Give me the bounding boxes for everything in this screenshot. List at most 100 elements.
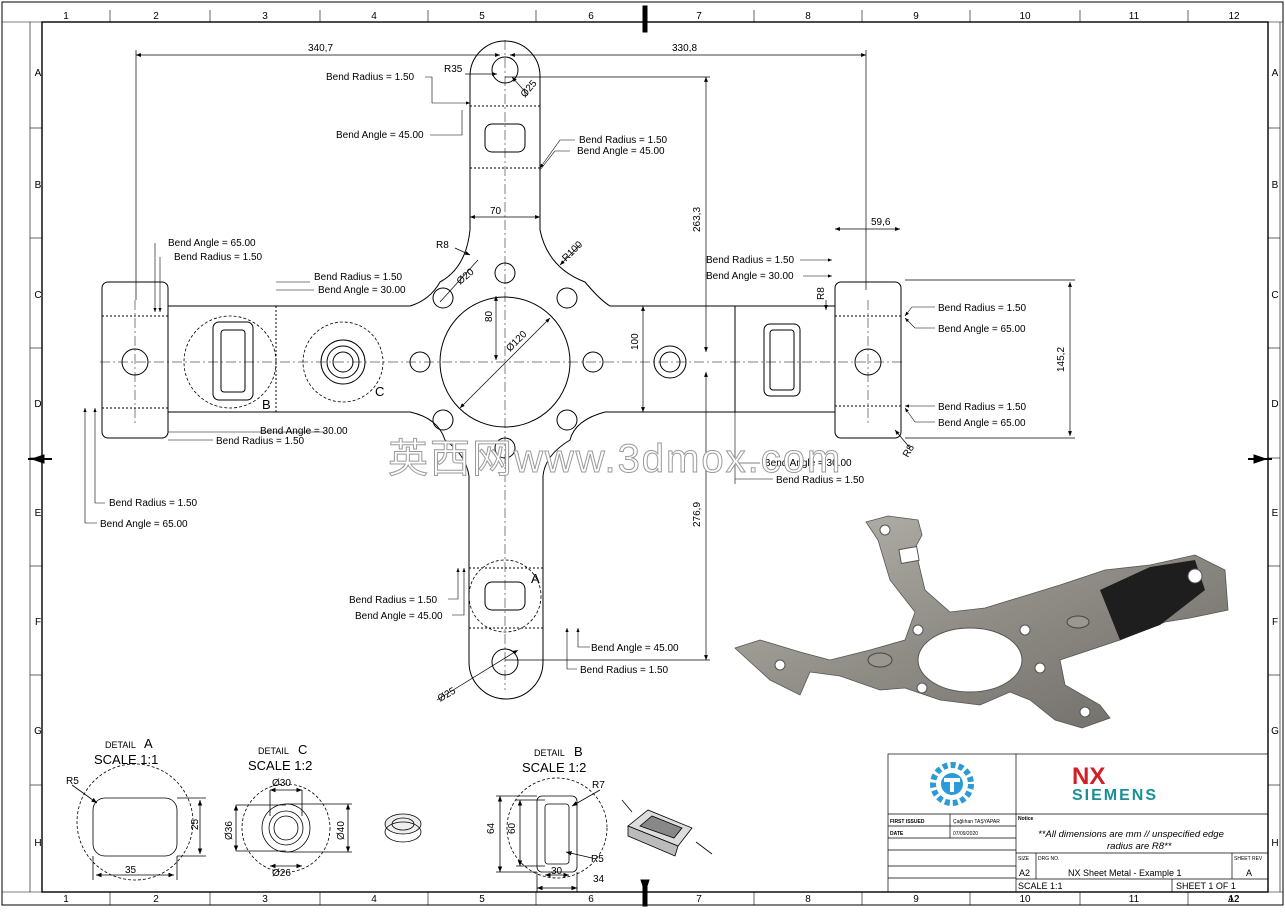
detail-callout-circles bbox=[183, 315, 542, 633]
detail-b-texts: DETAIL B SCALE 1:2 R7 R5 64 60 30 34 bbox=[486, 744, 605, 885]
col-label: 3 bbox=[262, 894, 268, 905]
detail-b-r5: R5 bbox=[591, 854, 604, 865]
bend-note: Bend Angle = 30.00 bbox=[764, 458, 852, 469]
detail-b-title: DETAIL bbox=[534, 748, 565, 758]
watermark-text: 英西网www.3dmox.com bbox=[388, 437, 842, 481]
dimension-lines bbox=[135, 50, 1075, 701]
detail-a-letter: A bbox=[144, 736, 153, 751]
dimension-texts: 340,7 330,8 263,3 276,9 145,2 59,6 70 80… bbox=[308, 43, 1067, 705]
detail-b-h64: 64 bbox=[486, 822, 497, 834]
dim-dia120: Ø120 bbox=[504, 329, 529, 354]
isometric-render bbox=[734, 515, 1229, 729]
detail-c bbox=[233, 783, 422, 873]
brand-siemens: SIEMENS bbox=[1072, 787, 1158, 804]
detail-b-w30: 30 bbox=[551, 866, 563, 877]
detail-b bbox=[496, 777, 713, 892]
bend-lines bbox=[102, 105, 901, 629]
row-label: G bbox=[34, 726, 42, 737]
col-label: 11 bbox=[1129, 11, 1140, 22]
dim-dia25-top: Ø25 bbox=[519, 78, 540, 100]
detail-markers: A B C bbox=[262, 384, 540, 586]
dim-100: 100 bbox=[630, 333, 641, 350]
col-label: 6 bbox=[588, 11, 594, 22]
col-label: 7 bbox=[696, 11, 702, 22]
row-label: F bbox=[1272, 617, 1278, 628]
bend-note: Bend Angle = 45.00 bbox=[577, 146, 665, 157]
dim-263: 263,3 bbox=[692, 207, 703, 232]
row-label: D bbox=[34, 399, 41, 410]
bend-note: Bend Radius = 1.50 bbox=[109, 498, 198, 509]
col-label: 1 bbox=[63, 894, 69, 905]
col-label: 10 bbox=[1019, 894, 1031, 905]
detail-a-width: 35 bbox=[125, 865, 137, 876]
bend-note: Bend Radius = 1.50 bbox=[579, 135, 668, 146]
title-block bbox=[887, 753, 1269, 893]
bend-note: Bend Angle = 30.00 bbox=[260, 426, 348, 437]
bend-note: Bend Angle = 30.00 bbox=[318, 285, 406, 296]
col-label: 8 bbox=[805, 894, 811, 905]
detail-b-r7: R7 bbox=[592, 780, 605, 791]
sheet-count: SHEET 1 OF 1 bbox=[1176, 881, 1236, 891]
col-label: 6 bbox=[588, 894, 594, 905]
flat-pattern-outline bbox=[101, 40, 902, 700]
bend-note: Bend Angle = 30.00 bbox=[706, 271, 794, 282]
size-value: A2 bbox=[1019, 868, 1030, 878]
bend-note: Bend Angle = 65.00 bbox=[938, 418, 1026, 429]
drawing-number-label: DRG NO. bbox=[1038, 856, 1059, 862]
row-label: G bbox=[1271, 726, 1279, 737]
drawing-number-value: NX Sheet Metal - Example 1 bbox=[1068, 868, 1182, 878]
dim-80: 80 bbox=[484, 310, 495, 322]
date-label: DATE bbox=[890, 831, 904, 837]
bend-note: Bend Radius = 1.50 bbox=[938, 303, 1027, 314]
col-label: 7 bbox=[696, 894, 702, 905]
row-label: A bbox=[1272, 68, 1279, 79]
row-label: B bbox=[35, 180, 42, 191]
bend-note: Bend Radius = 1.50 bbox=[938, 402, 1027, 413]
bend-note: Bend Radius = 1.50 bbox=[216, 436, 305, 447]
detail-c-right-dia: Ø40 bbox=[336, 821, 347, 840]
bend-note: Bend Angle = 45.00 bbox=[336, 130, 424, 141]
dim-dia20: Ø20 bbox=[455, 266, 477, 287]
detail-b-letter: B bbox=[574, 744, 583, 759]
title-block-texts: NX SIEMENS FIRST ISSUED Çağlıhan TAŞYAPA… bbox=[890, 763, 1263, 904]
col-label: 10 bbox=[1019, 11, 1031, 22]
detail-c-scale: SCALE 1:2 bbox=[248, 758, 312, 773]
bend-note: Bend Angle = 45.00 bbox=[355, 611, 443, 622]
bend-note: Bend Angle = 65.00 bbox=[168, 238, 256, 249]
col-label: 8 bbox=[805, 11, 811, 22]
sheet-rev-value: A bbox=[1246, 868, 1252, 878]
format-size: A2 bbox=[1228, 894, 1239, 904]
detail-a-radius: R5 bbox=[66, 776, 79, 787]
first-issued-label: FIRST ISSUED bbox=[890, 819, 925, 825]
bend-note: Bend Radius = 1.50 bbox=[706, 255, 795, 266]
detail-b-w34: 34 bbox=[593, 874, 605, 885]
row-label: E bbox=[1272, 508, 1279, 519]
size-label: SIZE bbox=[1018, 856, 1030, 862]
detail-b-scale: SCALE 1:2 bbox=[522, 760, 586, 775]
dim-70: 70 bbox=[490, 206, 502, 217]
row-label: E bbox=[35, 508, 42, 519]
grid-ticks bbox=[29, 10, 1281, 905]
dim-330: 330,8 bbox=[672, 43, 697, 54]
first-issued-value: Çağlıhan TAŞYAPAR bbox=[953, 819, 1000, 825]
row-label: C bbox=[1271, 290, 1278, 301]
row-label: H bbox=[1271, 838, 1278, 849]
bend-note: Bend Radius = 1.50 bbox=[349, 595, 438, 606]
col-label: 12 bbox=[1228, 11, 1240, 22]
notice-text-2: radius are R8** bbox=[1107, 841, 1172, 852]
notice-label: Notice bbox=[1018, 816, 1034, 822]
dim-dia25-bottom: Ø25 bbox=[436, 685, 458, 704]
detail-c-left-dia: Ø36 bbox=[224, 821, 235, 840]
detail-c-bottom-dia: Ø26 bbox=[272, 868, 291, 879]
row-label: D bbox=[1271, 399, 1278, 410]
col-label: 4 bbox=[371, 11, 377, 22]
col-label: 4 bbox=[371, 894, 377, 905]
bend-note: Bend Angle = 45.00 bbox=[591, 643, 679, 654]
detail-marker-c: C bbox=[375, 384, 384, 399]
bend-note: Bend Radius = 1.50 bbox=[776, 475, 865, 486]
sheet-rev-label: SHEET REV bbox=[1234, 856, 1263, 862]
detail-a-height: 25 bbox=[190, 818, 201, 830]
logo-gear-icon bbox=[930, 762, 974, 806]
dim-r100: R100 bbox=[560, 239, 585, 264]
